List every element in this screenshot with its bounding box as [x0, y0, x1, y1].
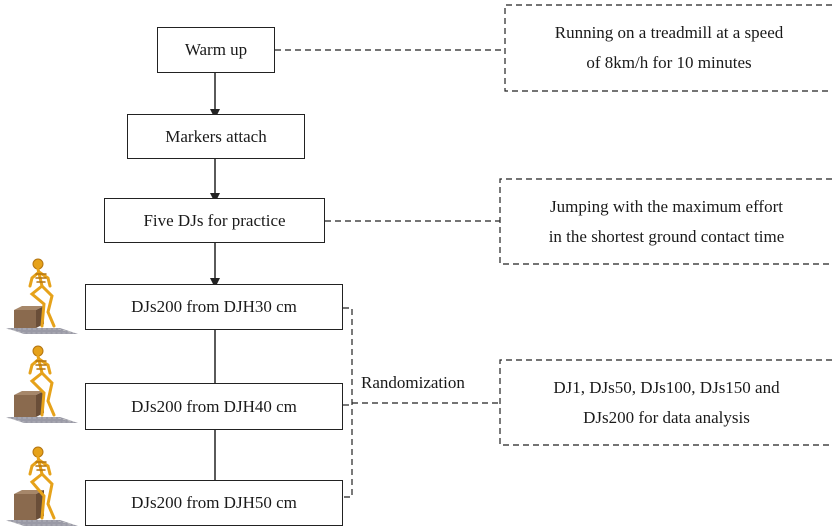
- practice-box: Five DJs for practice: [104, 198, 325, 243]
- warm-up-note-line1: Running on a treadmill at a speed: [554, 23, 784, 42]
- skeleton-figure: [28, 258, 56, 328]
- floor-plate: [6, 520, 78, 526]
- warm-up-label: Warm up: [184, 40, 248, 59]
- practice-note: Jumping with the maximum effort in the s…: [501, 180, 832, 263]
- warm-up-note-line2: of 8km/h for 10 minutes: [586, 53, 752, 72]
- dj30-box: DJs200 from DJH30 cm: [85, 284, 343, 330]
- skeleton-figure: [28, 446, 56, 520]
- analysis-note-line2: DJs200 for data analysis: [583, 407, 750, 427]
- floor-plate: [6, 417, 78, 423]
- floor-plate: [6, 328, 78, 334]
- drop-jump-figure-50cm: [6, 446, 78, 526]
- analysis-note: DJ1, DJs50, DJs100, DJs150 and DJs200 fo…: [501, 361, 832, 444]
- note-box-warmup-border: [504, 4, 832, 92]
- practice-label: Five DJs for practice: [143, 210, 286, 230]
- markers-attach-label: Markers attach: [165, 126, 267, 146]
- dj50-box: DJs200 from DJH50 cm: [85, 480, 343, 526]
- note-box-practice-border: [499, 178, 832, 265]
- warm-up-box: Warm up: [157, 27, 275, 73]
- practice-note-line2: in the shortest ground contact time: [548, 226, 785, 246]
- analysis-note-line1: DJ1, DJs50, DJs100, DJs150 and: [553, 377, 780, 397]
- dj40-label: DJs200 from DJH40 cm: [131, 396, 297, 416]
- jump-box: [14, 306, 44, 328]
- jump-box: [14, 391, 44, 417]
- practice-note-line1: Jumping with the maximum effort: [550, 196, 783, 216]
- drop-jump-figure-40cm: [6, 345, 78, 423]
- warm-up-note: Running on a treadmill at a speed of 8km…: [506, 6, 832, 90]
- note-box-analysis-border: [499, 359, 832, 446]
- jump-box: [14, 490, 44, 520]
- dj40-box: DJs200 from DJH40 cm: [85, 383, 343, 430]
- dj50-label: DJs200 from DJH50 cm: [131, 493, 297, 512]
- dj30-label: DJs200 from DJH30 cm: [131, 297, 297, 316]
- randomization-bracket: [343, 307, 353, 498]
- skeleton-figure: [28, 345, 56, 417]
- randomization-label: Randomization: [360, 373, 466, 393]
- markers-attach-box: Markers attach: [127, 114, 305, 159]
- drop-jump-figure-30cm: [6, 258, 78, 334]
